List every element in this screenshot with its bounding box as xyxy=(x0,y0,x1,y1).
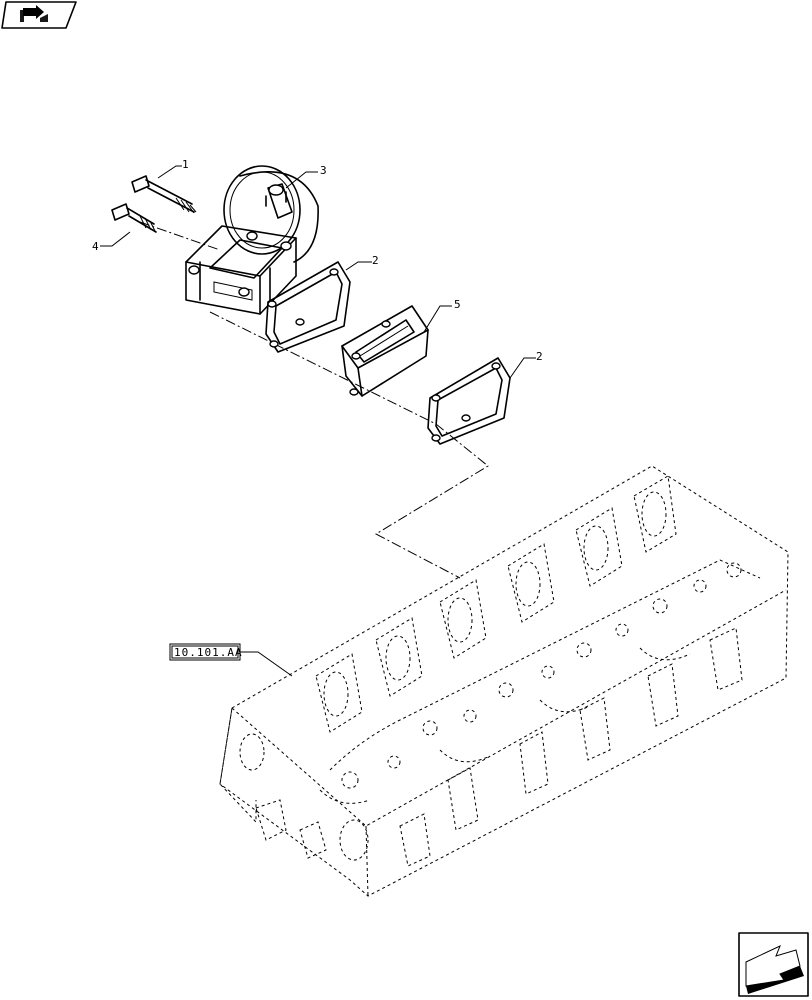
bolt-long xyxy=(131,175,197,214)
bolt-short xyxy=(111,203,157,233)
gasket-upper xyxy=(265,261,351,353)
callout-5: 5 xyxy=(454,298,461,311)
reference-link[interactable]: 10.101.AA xyxy=(169,643,243,661)
spacer-block xyxy=(341,305,429,397)
forward-arrow-icon xyxy=(745,945,804,994)
gasket-lower xyxy=(427,357,511,445)
back-arrow-icon xyxy=(20,5,48,22)
prev-page-button[interactable] xyxy=(1,1,77,29)
intake-housing xyxy=(185,165,319,315)
next-page-button[interactable] xyxy=(738,932,809,997)
callout-2-upper: 2 xyxy=(372,254,379,267)
callout-2-lower: 2 xyxy=(536,350,543,363)
reference-label: 10.101.AA xyxy=(174,646,243,659)
callout-4: 4 xyxy=(92,240,99,253)
cylinder-head-reference xyxy=(219,465,789,897)
callout-leaders xyxy=(100,165,536,677)
head-side-features xyxy=(239,627,743,867)
head-deck-details xyxy=(319,559,761,804)
head-ports xyxy=(315,475,677,733)
callout-3: 3 xyxy=(320,164,327,177)
callout-1: 1 xyxy=(182,158,189,171)
